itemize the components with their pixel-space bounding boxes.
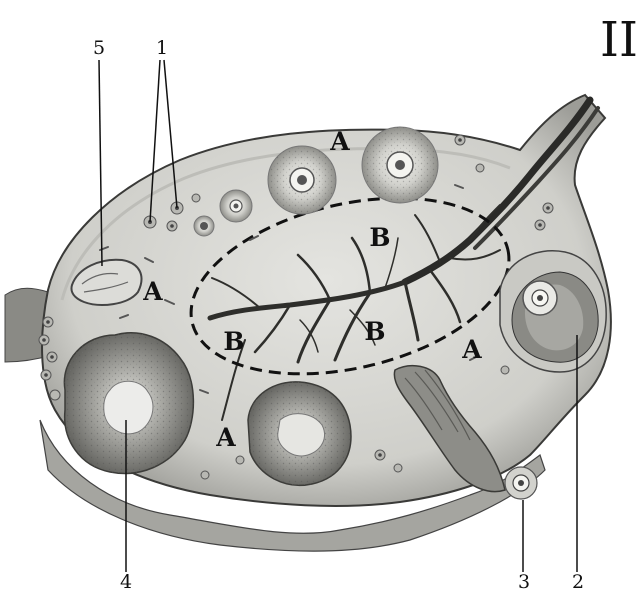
atretic-body: [248, 382, 351, 486]
corpus-luteum: [64, 333, 193, 474]
growing-follicle-1: [268, 146, 336, 214]
region-label-b: B: [223, 327, 244, 356]
region-label-a: A: [461, 335, 482, 364]
region-label-a: A: [215, 423, 236, 452]
region-label-a: A: [329, 127, 350, 156]
label-2: 2: [572, 571, 584, 593]
growing-follicle-2: [362, 127, 438, 203]
panel-label: II: [600, 12, 638, 68]
region-label-b: B: [364, 317, 385, 346]
label-1: 1: [156, 37, 168, 59]
growing-follicle-4: [194, 216, 214, 236]
region-label-b: B: [369, 223, 390, 252]
label-3: 3: [518, 571, 530, 593]
growing-follicle-3: [220, 190, 252, 222]
label-4: 4: [120, 571, 132, 593]
mature-follicle: [500, 251, 606, 372]
label-5: 5: [93, 37, 105, 59]
region-label-a: A: [142, 277, 163, 306]
released-oocyte: [505, 467, 537, 499]
